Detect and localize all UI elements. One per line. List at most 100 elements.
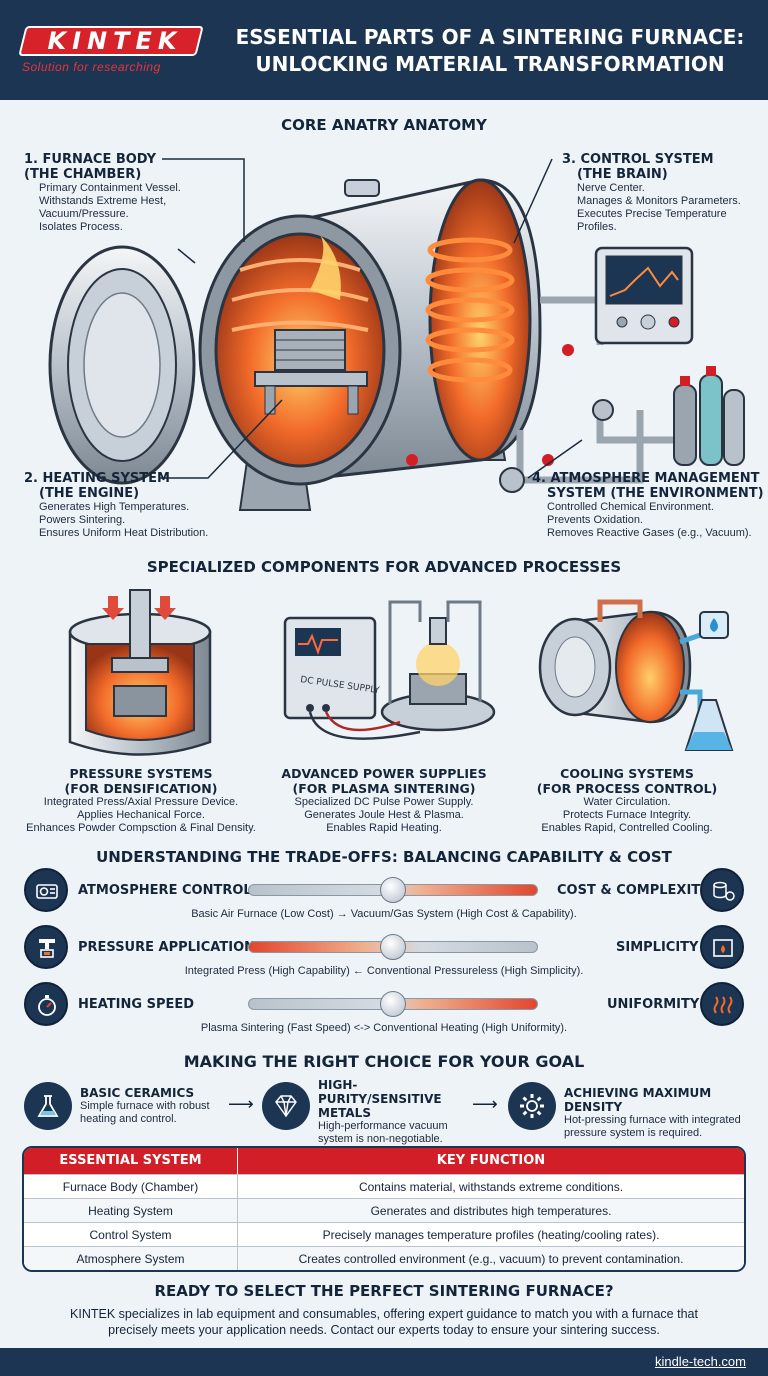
component-subheading: (FOR DENSIFICATION) (64, 781, 218, 796)
tradeoff-description: Integrated Press (High Capability) ← Con… (184, 965, 584, 977)
component-line: Specialized DC Pulse Power Supply. (294, 796, 474, 808)
choice-basic-ceramics: BASIC CERAMICS Simple furnace with robus… (80, 1086, 240, 1126)
choice-line: Hot-pressing furnace with integrated (564, 1114, 741, 1126)
table-cell: Creates controlled environment (e.g., va… (298, 1252, 684, 1266)
table-cell: Precisely manages temperature profiles (… (322, 1228, 660, 1242)
tradeoff-slider-knob[interactable] (380, 877, 406, 903)
page-title-line-2: UNLOCKING MATERIAL TRANSFORMATION (255, 52, 725, 76)
logo: KINTEK (47, 27, 183, 55)
tradeoff-left-label: ATMOSPHERE CONTROL (78, 883, 252, 898)
table-header-cell: ESSENTIAL SYSTEM (24, 1148, 238, 1174)
anatomy-part-heating-system: 2. HEATING SYSTEM (THE ENGINE) Generates… (24, 471, 254, 540)
tradeoff-right-label: SIMPLICITY (616, 940, 699, 955)
anatomy-part-line: Withstands Extreme Hest, (39, 195, 167, 207)
anatomy-part-furnace-body: 1. FURNACE BODY (THE CHAMBER) Primary Co… (24, 152, 214, 234)
choice-high-purity: HIGH-PURITY/SENSITIVE METALS High-perfor… (318, 1078, 478, 1146)
gas-cylinders (673, 366, 745, 466)
power-supply-illustration: DC PULSE SUPPLY (283, 600, 496, 740)
table-cell: Generates and distributes high temperatu… (370, 1204, 612, 1218)
systems-table: ESSENTIAL SYSTEM KEY FUNCTION Furnace Bo… (22, 1146, 746, 1272)
component-line: Applies Hechanical Force. (77, 809, 205, 821)
anatomy-part-line: Nerve Center. (577, 182, 645, 194)
tradeoff-right-label: UNIFORMITY (607, 997, 700, 1012)
table-row: Control System Precisely manages tempera… (24, 1222, 744, 1246)
component-pressure-systems: PRESSURE SYSTEMS (FOR DENSIFICATION) Int… (16, 766, 266, 835)
table-cell: Furnace Body (Chamber) (24, 1175, 238, 1198)
gear-control-icon (24, 868, 68, 912)
tradeoff-description: Basic Air Furnace (Low Cost) → Vacuum/Ga… (191, 908, 577, 920)
component-line: Enhances Powder Compsction & Final Densi… (26, 822, 256, 834)
logo-tagline: Solution for researching (22, 60, 161, 74)
tradeoff-description: Plasma Sintering (Fast Speed) <-> Conven… (200, 1022, 568, 1034)
table-row: Furnace Body (Chamber) Contains material… (24, 1174, 744, 1198)
component-line: Enables Rapid Heating. (326, 822, 442, 834)
anatomy-part-line: Vacuum/Pressure. (39, 208, 129, 220)
header: KINTEK Solution for researching ESSENTIA… (0, 0, 768, 100)
choice-heading: BASIC CERAMICS (80, 1086, 195, 1100)
choice-line: High-performance vacuum (318, 1120, 448, 1132)
choices-title: MAKING THE RIGHT CHOICE FOR YOUR GOAL (183, 1052, 585, 1071)
anatomy-part-line: Prevents Oxidation. (547, 514, 643, 526)
cta-body-line: precisely meets your application needs. … (108, 1323, 660, 1337)
choice-line: system is non-negotiable. (318, 1133, 443, 1145)
table-header-cell: KEY FUNCTION (436, 1153, 546, 1168)
cta-body-line: KINTEK specializes in lab equipment and … (70, 1307, 698, 1321)
anatomy-part-line: Isolates Process. (39, 221, 123, 233)
anatomy-part-subheading: SYSTEM (THE ENVIRONMENT) (547, 486, 764, 501)
page-title: ESSENTIAL PARTS OF A SINTERING FURNACE: … (222, 24, 758, 78)
component-heading: ADVANCED POWER SUPPLIES (281, 766, 487, 781)
press-icon (24, 925, 68, 969)
furnace-icon (700, 925, 744, 969)
component-cooling-systems: COOLING SYSTEMS (FOR PROCESS CONTROL) Wa… (502, 766, 752, 835)
table-cell: Contains material, withstands extreme co… (358, 1180, 624, 1194)
anatomy-part-line: Controlled Chemical Environment. (547, 501, 714, 513)
anatomy-part-line: Profiles. (577, 221, 617, 233)
choice-line: heating and control. (80, 1113, 177, 1125)
flask-icon (24, 1082, 72, 1130)
anatomy-title: CORE ANATRY ANATOMY (281, 116, 487, 134)
cta-body: KINTEK specializes in lab equipment and … (40, 1306, 728, 1338)
table-row: Atmosphere System Creates controlled env… (24, 1246, 744, 1270)
components-title: SPECIALIZED COMPONENTS FOR ADVANCED PROC… (146, 558, 622, 576)
sample-stack (254, 329, 368, 415)
component-power-supplies: ADVANCED POWER SUPPLIES (FOR PLASMA SINT… (259, 766, 509, 835)
gear-icon (508, 1082, 556, 1130)
stopwatch-icon (24, 982, 68, 1026)
tradeoff-slider-knob[interactable] (380, 934, 406, 960)
table-cell: Control System (24, 1223, 238, 1246)
anatomy-part-heading: 1. FURNACE BODY (24, 152, 157, 167)
anatomy-part-line: Ensures Uniform Heat Distribution. (39, 527, 209, 539)
tradeoff-slider-knob[interactable] (380, 991, 406, 1017)
anatomy-part-line: Generates High Temperatures. (39, 501, 190, 513)
table-header: ESSENTIAL SYSTEM KEY FUNCTION (24, 1148, 744, 1174)
arrow-icon: ⟶ (228, 1094, 254, 1114)
cta-title: READY TO SELECT THE PERFECT SINTERING FU… (154, 1282, 614, 1300)
anatomy-part-heading: 3. CONTROL SYSTEM (562, 152, 714, 167)
furnace-door (48, 245, 196, 485)
choice-subheading: METALS (318, 1106, 371, 1120)
component-subheading: (FOR PROCESS CONTROL) (536, 781, 718, 796)
tradeoff-row-pressure: PRESSURE APPLICATION SIMPLICITY Integrat… (0, 925, 768, 981)
choice-line: pressure system is required. (564, 1127, 703, 1139)
component-heading: PRESSURE SYSTEMS (69, 766, 213, 781)
footer-link[interactable]: kindle-tech.com (654, 1354, 746, 1369)
anatomy-part-atmosphere: 4. ATMOSPHERE MANAGEMENT SYSTEM (THE ENV… (532, 471, 764, 540)
anatomy-part-subheading: (THE ENGINE) (39, 486, 140, 501)
choice-heading: HIGH-PURITY/SENSITIVE (318, 1078, 442, 1106)
tradeoffs-title: UNDERSTANDING THE TRADE-OFFS: BALANCING … (96, 848, 672, 866)
table-cell: Heating System (24, 1199, 238, 1222)
component-line: Water Circulation. (583, 796, 671, 808)
tradeoff-left-label: HEATING SPEED (78, 997, 195, 1012)
choice-heading: ACHIEVING MAXIMUM DENSITY (564, 1086, 712, 1114)
tradeoff-right-label: COST & COMPLEXITY (557, 883, 710, 898)
anatomy-part-heading: 4. ATMOSPHERE MANAGEMENT (532, 471, 760, 486)
tradeoff-row-atmosphere: ATMOSPHERE CONTROL COST & COMPLEXITY Bas… (0, 868, 768, 924)
pressure-system-illustration (68, 589, 212, 756)
component-line: Enables Rapid, Contrelled Cooling. (541, 822, 713, 834)
components-illustration: DC PULSE SUPPLY (68, 589, 734, 756)
component-line: Protects Furnace Integrity. (562, 809, 692, 821)
arrow-icon: ⟶ (472, 1094, 498, 1114)
component-line: Integrated Press/Axial Pressure Device. (43, 796, 239, 808)
footer: kindle-tech.com (0, 1348, 768, 1376)
choice-max-density: ACHIEVING MAXIMUM DENSITY Hot-pressing f… (564, 1086, 764, 1140)
